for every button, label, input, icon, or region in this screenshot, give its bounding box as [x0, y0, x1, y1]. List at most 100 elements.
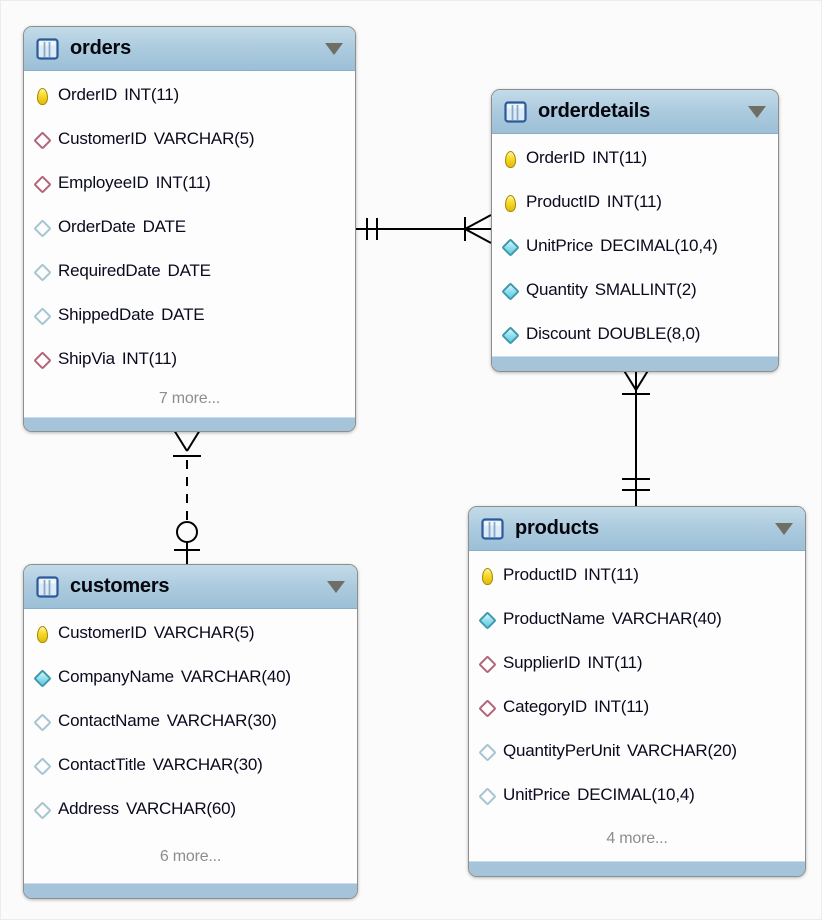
column-type: DATE: [167, 261, 211, 280]
column-type: INT(11): [592, 148, 648, 167]
column-type: INT(11): [124, 85, 180, 104]
column-row[interactable]: OrderDate DATE: [24, 205, 355, 249]
column-type: VARCHAR(20): [627, 741, 737, 760]
column-row[interactable]: ContactTitle VARCHAR(30): [24, 743, 357, 787]
table-orderdetails[interactable]: orderdetails OrderID INT(11) ProductID I…: [491, 89, 779, 372]
nullable-column-icon: [33, 219, 50, 236]
more-columns-link[interactable]: 4 more...: [606, 830, 668, 847]
column-name: ProductID: [503, 565, 577, 584]
column-row[interactable]: SupplierID INT(11): [469, 641, 805, 685]
nullable-column-icon: [33, 757, 50, 774]
relationship-customers-orders[interactable]: [173, 429, 201, 564]
table-orders[interactable]: orders OrderID INT(11) CustomerID VARCHA…: [23, 26, 356, 432]
table-customers-header[interactable]: customers: [24, 565, 357, 609]
table-icon: [504, 100, 527, 123]
column-type: DATE: [161, 305, 205, 324]
column-row[interactable]: EmployeeID INT(11): [24, 161, 355, 205]
table-products-header[interactable]: products: [469, 507, 805, 551]
column-row[interactable]: CustomerID VARCHAR(5): [24, 611, 357, 655]
foreign-key-icon: [33, 351, 50, 368]
table-customers-columns: CustomerID VARCHAR(5) CompanyName VARCHA…: [24, 609, 357, 883]
primary-key-icon: [33, 87, 50, 105]
column-name: ContactName: [58, 711, 160, 730]
nullable-column-icon: [33, 307, 50, 324]
column-row[interactable]: Quantity SMALLINT(2): [492, 268, 778, 312]
collapse-triangle-icon[interactable]: [775, 522, 793, 535]
collapse-triangle-icon[interactable]: [327, 580, 345, 593]
column-name: ShipVia: [58, 349, 115, 368]
column-name: EmployeeID: [58, 173, 149, 192]
table-customers[interactable]: customers CustomerID VARCHAR(5) CompanyN…: [23, 564, 358, 899]
column-type: VARCHAR(5): [153, 623, 255, 642]
column-type: VARCHAR(40): [180, 667, 291, 686]
column-name: Discount: [526, 324, 591, 343]
column-type: VARCHAR(30): [152, 755, 263, 774]
table-footer-bar: [24, 417, 355, 431]
more-columns-link[interactable]: 7 more...: [158, 390, 221, 407]
collapse-triangle-icon[interactable]: [325, 42, 343, 55]
column-row[interactable]: QuantityPerUnit VARCHAR(20): [469, 729, 805, 773]
table-footer-bar: [492, 356, 778, 371]
column-name: RequiredDate: [58, 261, 161, 280]
primary-key-icon: [501, 150, 518, 168]
column-name: QuantityPerUnit: [503, 741, 620, 760]
column-row[interactable]: CompanyName VARCHAR(40): [24, 655, 357, 699]
table-footer-bar: [24, 883, 357, 898]
table-orderdetails-header[interactable]: orderdetails: [492, 90, 778, 134]
notnull-column-icon: [478, 611, 495, 628]
column-name: OrderID: [58, 85, 118, 104]
column-row[interactable]: OrderID INT(11): [492, 136, 778, 180]
table-orderdetails-columns: OrderID INT(11) ProductID INT(11) UnitPr…: [492, 134, 778, 356]
table-title: customers: [70, 575, 170, 597]
column-type: VARCHAR(30): [166, 711, 277, 730]
table-title: products: [515, 517, 599, 539]
table-orders-header[interactable]: orders: [24, 27, 355, 71]
relationship-orders-orderdetails[interactable]: [356, 214, 492, 244]
column-row[interactable]: Discount DOUBLE(8,0): [492, 312, 778, 356]
column-type: VARCHAR(40): [611, 609, 722, 628]
column-row[interactable]: Address VARCHAR(60): [24, 787, 357, 831]
column-row[interactable]: ShipVia INT(11): [24, 337, 355, 381]
column-name: CompanyName: [58, 667, 174, 686]
column-type: INT(11): [606, 192, 662, 211]
column-row[interactable]: UnitPrice DECIMAL(10,4): [492, 224, 778, 268]
foreign-key-icon: [33, 131, 50, 148]
nullable-column-icon: [33, 263, 50, 280]
relationship-products-orderdetails[interactable]: [622, 368, 650, 506]
table-title: orderdetails: [538, 100, 651, 122]
column-type: DOUBLE(8,0): [597, 324, 701, 343]
column-name: Quantity: [526, 280, 588, 299]
column-type: INT(11): [121, 349, 177, 368]
column-type: DECIMAL(10,4): [600, 236, 718, 255]
column-row[interactable]: ShippedDate DATE: [24, 293, 355, 337]
column-row[interactable]: CategoryID INT(11): [469, 685, 805, 729]
table-products[interactable]: products ProductID INT(11) ProductName V…: [468, 506, 806, 877]
notnull-column-icon: [501, 282, 518, 299]
column-name: ShippedDate: [58, 305, 155, 324]
foreign-key-icon: [478, 655, 495, 672]
column-row[interactable]: ProductName VARCHAR(40): [469, 597, 805, 641]
foreign-key-icon: [478, 699, 495, 716]
column-row[interactable]: ProductID INT(11): [492, 180, 778, 224]
column-name: Address: [58, 799, 119, 818]
column-row[interactable]: CustomerID VARCHAR(5): [24, 117, 355, 161]
column-type: INT(11): [583, 565, 639, 584]
notnull-column-icon: [33, 669, 50, 686]
column-type: INT(11): [587, 653, 643, 672]
column-name: SupplierID: [503, 653, 581, 672]
notnull-column-icon: [501, 238, 518, 255]
column-row[interactable]: UnitPrice DECIMAL(10,4): [469, 773, 805, 817]
nullable-column-icon: [478, 787, 495, 804]
more-columns-link[interactable]: 6 more...: [159, 848, 222, 865]
notnull-column-icon: [501, 326, 518, 343]
collapse-triangle-icon[interactable]: [748, 105, 766, 118]
column-type: INT(11): [155, 173, 211, 192]
column-row[interactable]: RequiredDate DATE: [24, 249, 355, 293]
column-row[interactable]: ContactName VARCHAR(30): [24, 699, 357, 743]
table-title: orders: [70, 37, 132, 59]
column-row[interactable]: OrderID INT(11): [24, 73, 355, 117]
column-type: SMALLINT(2): [594, 280, 697, 299]
column-row[interactable]: ProductID INT(11): [469, 553, 805, 597]
column-name: CategoryID: [503, 697, 587, 716]
